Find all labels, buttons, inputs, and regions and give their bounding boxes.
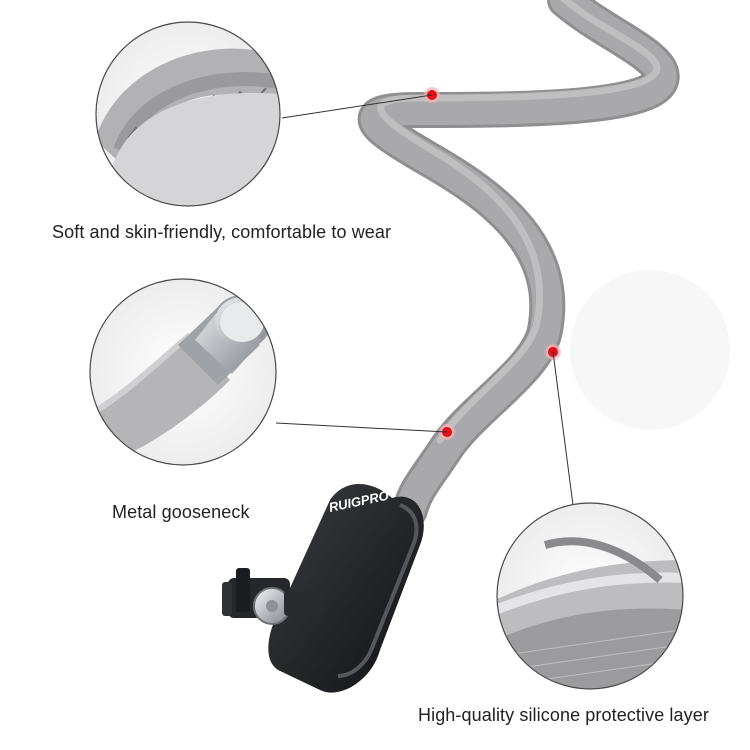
caption-silicone-layer: High-quality silicone protective layer	[418, 705, 709, 725]
detail-metal-end	[89, 278, 277, 466]
detail-soft-band	[95, 21, 281, 207]
detail-silicone-layer	[496, 502, 684, 690]
camera-mount: RUIGPRO	[222, 484, 424, 693]
gooseneck-tube	[358, 0, 680, 528]
watermark	[570, 270, 730, 430]
leader-lines	[275, 94, 574, 506]
caption-soft-skin-friendly: Soft and skin-friendly, comfortable to w…	[52, 222, 392, 242]
caption-metal-gooseneck: Metal gooseneck	[112, 502, 250, 522]
